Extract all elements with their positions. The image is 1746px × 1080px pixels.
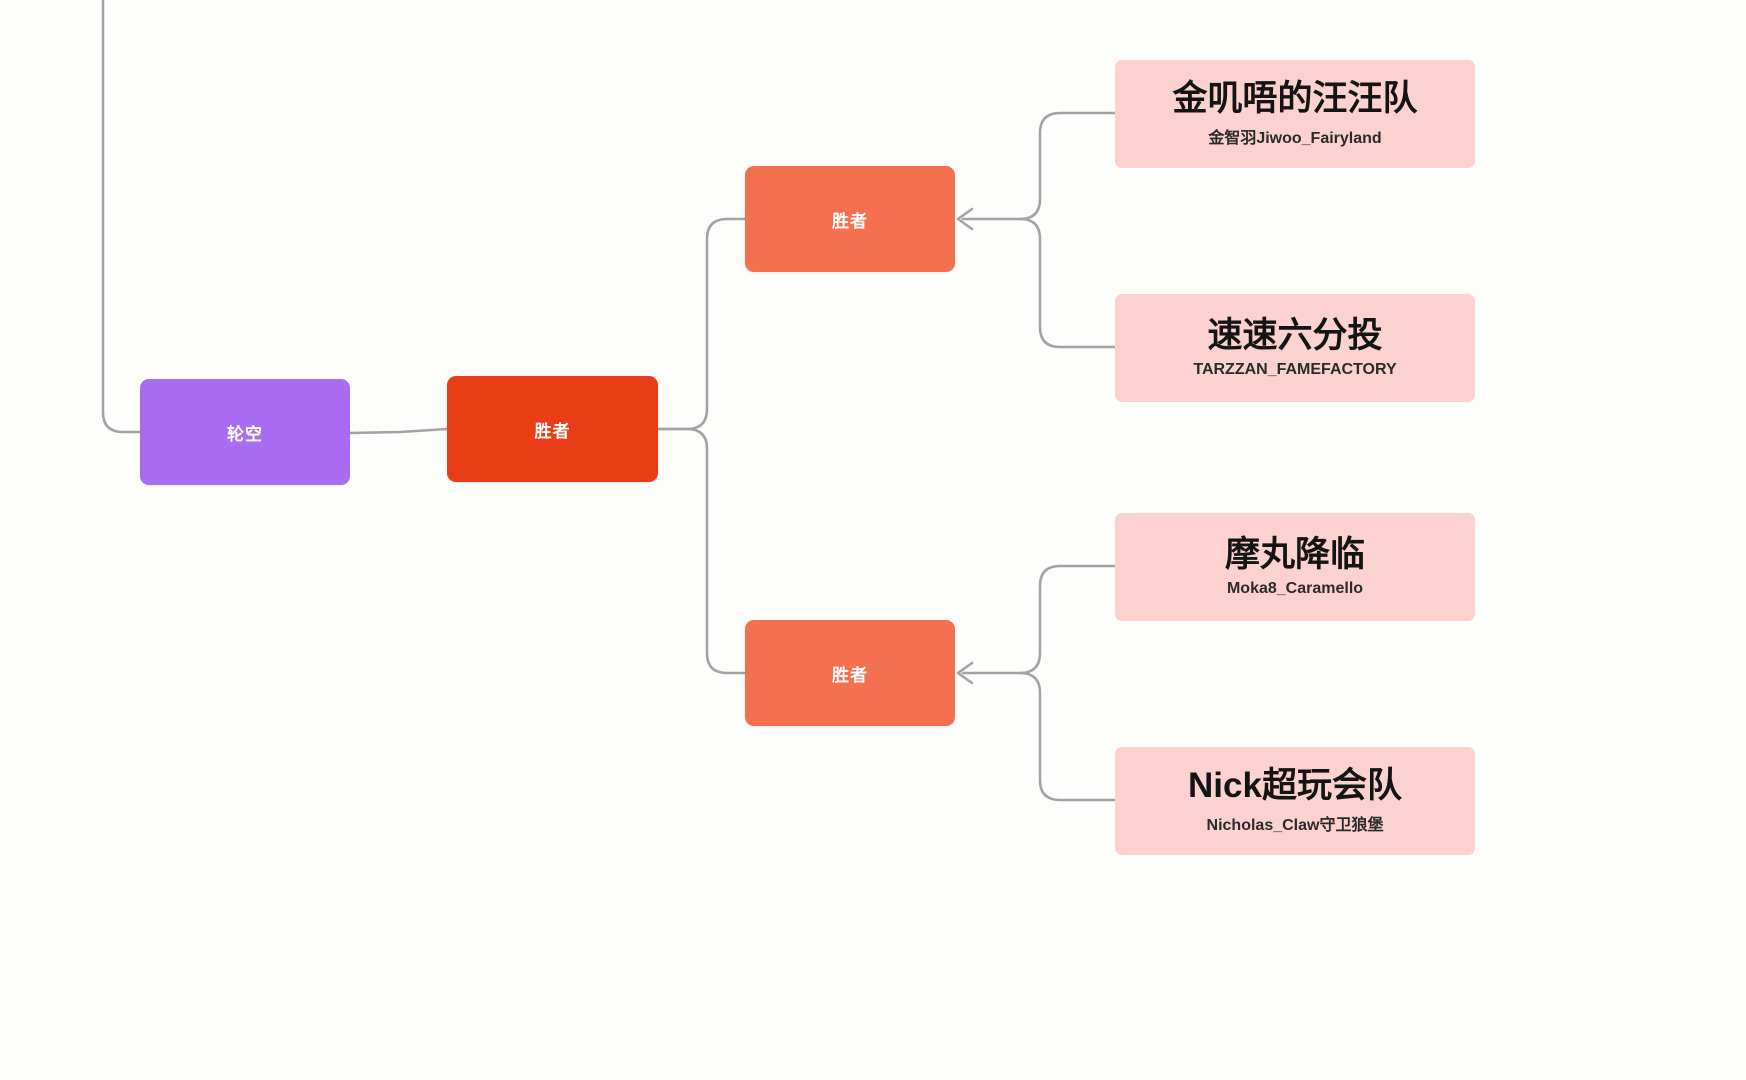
team-subtitle: 金智羽Jiwoo_Fairyland (1208, 130, 1382, 148)
connector-bye-to-final (348, 427, 449, 435)
connector-incoming-to-bye (101, 0, 142, 434)
arrowhead-top (956, 207, 974, 231)
connector-team3-to-junction (961, 564, 1117, 675)
connector-team4-to-junction (1018, 671, 1117, 802)
team-name: 金叽唔的汪汪队 (1172, 78, 1418, 118)
team-subtitle: Nicholas_Claw守卫狼堡 (1206, 817, 1384, 835)
arrowhead-bottom (956, 661, 974, 685)
connector-team2-to-junction (1018, 217, 1117, 349)
semifinal-bottom-label: 胜者 (832, 665, 868, 685)
bye-box-label: 轮空 (227, 424, 263, 444)
semifinal-winner-box-top[interactable]: 胜者 (745, 166, 955, 272)
team-subtitle: Moka8_Caramello (1226, 580, 1364, 598)
connector-final-to-semitop (656, 217, 747, 431)
team-name: Nick超玩会队 (1188, 765, 1402, 805)
semifinal-top-label: 胜者 (832, 211, 868, 231)
team-card-3[interactable]: 摩丸降临 Moka8_Caramello (1115, 513, 1475, 621)
team-card-1[interactable]: 金叽唔的汪汪队 金智羽Jiwoo_Fairyland (1115, 60, 1475, 168)
bye-box[interactable]: 轮空 (140, 379, 350, 485)
semifinal-winner-box-bottom[interactable]: 胜者 (745, 620, 955, 726)
connector-team1-to-junction (961, 111, 1117, 221)
team-name: 速速六分投 (1207, 315, 1383, 355)
team-subtitle: TARZZAN_FAMEFACTORY (1193, 361, 1397, 379)
team-name: 摩丸降临 (1224, 534, 1365, 574)
connector-final-to-semibottom (656, 427, 747, 675)
team-card-2[interactable]: 速速六分投 TARZZAN_FAMEFACTORY (1115, 294, 1475, 402)
final-winner-label: 胜者 (534, 421, 571, 441)
team-card-4[interactable]: Nick超玩会队 Nicholas_Claw守卫狼堡 (1115, 747, 1475, 855)
final-winner-box[interactable]: 胜者 (447, 376, 658, 482)
